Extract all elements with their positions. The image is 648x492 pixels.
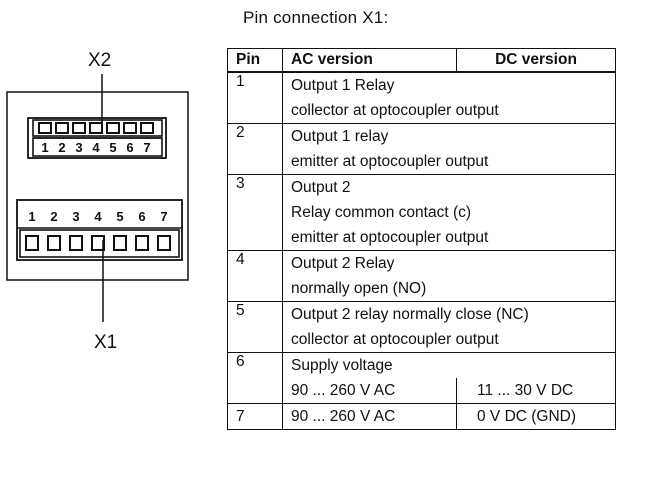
pin-number: 1 — [227, 71, 283, 124]
svg-text:3: 3 — [75, 140, 82, 155]
table-row: 2 Output 1 relay — [227, 123, 616, 175]
svg-text:4: 4 — [94, 209, 102, 224]
x2-connector: 1 2 3 4 5 6 7 — [27, 117, 167, 159]
pin-description: emitter at optocoupler output — [282, 225, 616, 251]
pin-description: Output 2 — [282, 174, 616, 200]
housing-outline — [6, 91, 189, 281]
table-row: emitter at optocoupler output — [228, 225, 616, 251]
pin-description: Output 1 Relay — [282, 71, 616, 98]
table-row: 3 Output 2 — [227, 174, 616, 251]
table-row: 1 Output 1 Relay — [227, 71, 616, 124]
x1-connector: 1 2 3 4 5 6 7 — [16, 199, 183, 261]
svg-text:5: 5 — [116, 209, 123, 224]
header-ac: AC version — [282, 48, 457, 73]
pin-number: 6 — [227, 352, 283, 404]
pin-description: Output 1 relay — [282, 123, 616, 149]
svg-text:3: 3 — [72, 209, 79, 224]
pin-number: 4 — [227, 250, 283, 302]
svg-text:5: 5 — [109, 140, 116, 155]
ac-value: 90 ... 260 V AC — [282, 403, 457, 430]
table-row: 6 Supply voltage — [227, 352, 616, 404]
table-row: emitter at optocoupler output — [228, 149, 616, 175]
connector-diagram: X2 1 2 3 4 5 6 7 1 — [6, 50, 189, 353]
svg-text:7: 7 — [143, 140, 150, 155]
svg-text:6: 6 — [126, 140, 133, 155]
pin-description: collector at optocoupler output — [282, 98, 616, 124]
pin-number: 5 — [227, 301, 283, 353]
svg-text:4: 4 — [92, 140, 100, 155]
x2-pin-numbers: 1 2 3 4 5 6 7 — [41, 140, 150, 155]
pin-description: Output 2 Relay — [282, 250, 616, 276]
table-row: collector at optocoupler output — [228, 98, 616, 124]
pin-description: collector at optocoupler output — [282, 327, 616, 353]
x1-pin-numbers: 1 2 3 4 5 6 7 — [28, 209, 167, 224]
pin-connection-table: Pin AC version DC version 1 Output 1 Rel… — [227, 48, 616, 430]
svg-text:1: 1 — [28, 209, 35, 224]
table-caption: Pin connection X1: — [243, 8, 389, 27]
table-header-row: Pin AC version DC version — [227, 48, 616, 73]
pin-description: normally open (NO) — [282, 276, 616, 302]
svg-text:6: 6 — [138, 209, 145, 224]
x1-terminals — [25, 235, 171, 251]
table-row: Relay common contact (c) — [228, 200, 616, 225]
svg-text:2: 2 — [50, 209, 57, 224]
svg-text:1: 1 — [41, 140, 48, 155]
pin-description: Relay common contact (c) — [282, 200, 616, 225]
dc-value: 11 ... 30 V DC — [456, 378, 616, 404]
header-dc: DC version — [456, 48, 616, 73]
pin-description: Output 2 relay normally close (NC) — [282, 301, 616, 327]
header-pin: Pin — [227, 48, 283, 73]
table-row: normally open (NO) — [228, 276, 616, 302]
pin-description: Supply voltage — [282, 352, 616, 378]
pin-number: 7 — [227, 403, 283, 430]
table-row: 5 Output 2 relay normally close (NC) — [227, 301, 616, 353]
pin-description: emitter at optocoupler output — [282, 149, 616, 175]
svg-text:7: 7 — [160, 209, 167, 224]
table-row: 90 ... 260 V AC 11 ... 30 V DC — [228, 378, 616, 404]
x1-label: X1 — [94, 332, 117, 353]
table-row: 4 Output 2 Relay — [227, 250, 616, 302]
pin-number: 2 — [227, 123, 283, 175]
svg-text:2: 2 — [58, 140, 65, 155]
x2-terminals — [38, 122, 154, 134]
pin-number: 3 — [227, 174, 283, 251]
table-row: collector at optocoupler output — [228, 327, 616, 353]
ac-value: 90 ... 260 V AC — [282, 378, 457, 404]
table-row: 7 90 ... 260 V AC 0 V DC (GND) — [227, 403, 616, 430]
dc-value: 0 V DC (GND) — [456, 403, 616, 430]
x2-label: X2 — [88, 50, 111, 71]
